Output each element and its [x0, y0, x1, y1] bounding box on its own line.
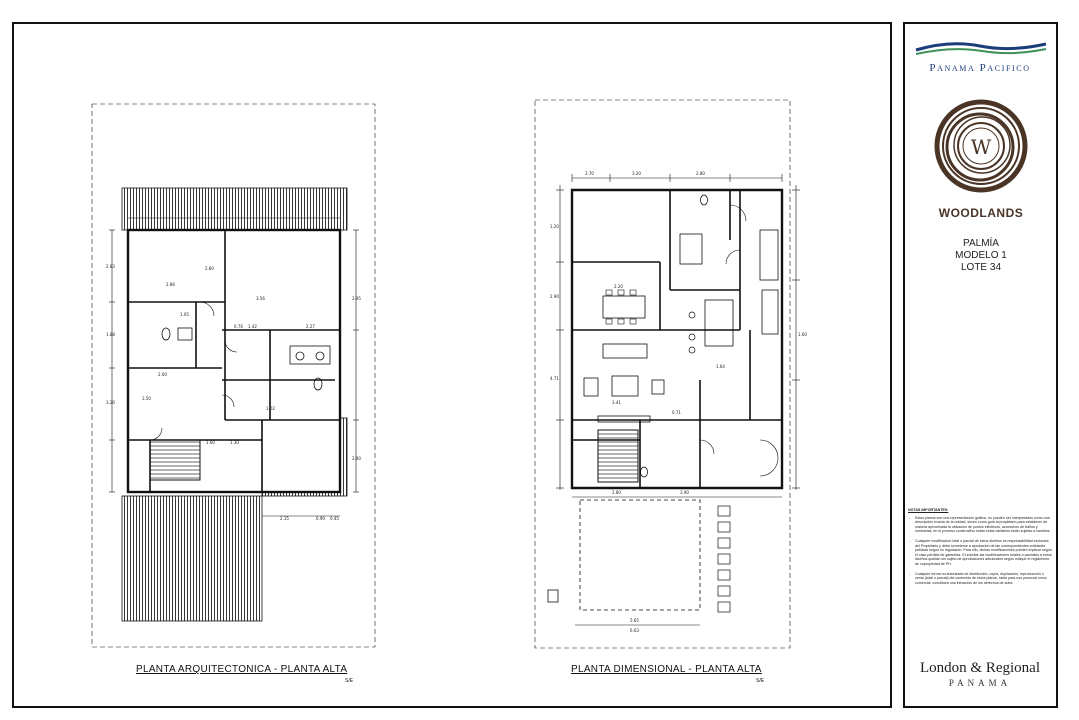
model-number: MODELO 1: [955, 250, 1007, 261]
right-exterior-wall: [570, 188, 784, 490]
developer-sub: PANAMA: [948, 678, 1012, 688]
right-dimension-labels: 3.70 1.20 2.90 3.20 2.80 2.20 1.64 1.60 …: [550, 171, 807, 633]
dimension-label: 1.02: [266, 406, 275, 411]
left-plan-title: PLANTA ARQUITECTONICA - PLANTA ALTA: [136, 664, 348, 675]
dimension-label: 2.86: [166, 282, 175, 287]
panama-pacifico-swoosh: [915, 42, 1047, 55]
dimension-label: 2.15: [280, 516, 289, 521]
important-notes: NOTAS IMPORTANTES: Estos planos son una …: [908, 508, 1052, 590]
dimension-label: 6.63: [630, 628, 639, 633]
model-info: PALMÍA MODELO 1 LOTE 34: [912, 238, 1050, 274]
london-regional-logo: London & Regional PANAMA: [906, 660, 1054, 688]
dimension-label: 3.41: [612, 400, 621, 405]
dimension-label: 2.80: [612, 490, 621, 495]
panama-pacifico-text: Panama Pacifico: [929, 62, 1031, 74]
dimension-label: 3.50: [142, 396, 151, 401]
kitchen-counter: [704, 299, 734, 347]
dimension-label: 3.90: [680, 490, 689, 495]
left-dimension-labels: 2.86 2.80 3.56 2.83 1.42 2.27 2.95 1.88 …: [106, 264, 361, 521]
dimension-label: 2.90: [352, 456, 361, 461]
roof-hatch-top: [121, 187, 348, 231]
right-plan: [534, 99, 800, 649]
dimension-label: 1.20: [550, 224, 559, 229]
lot-number: LOTE 34: [960, 262, 1002, 273]
right-lot-boundary: [534, 99, 791, 649]
drawing-frame: [12, 22, 892, 708]
dimension-label: 1.05: [180, 312, 189, 317]
right-plan-title: PLANTA DIMENSIONAL - PLANTA ALTA: [571, 664, 762, 675]
coffee-table: [611, 375, 639, 397]
right-plan-scale: S/E: [756, 678, 765, 684]
left-plan-scale: S/E: [345, 678, 354, 684]
woodlands-logo-letter: W: [971, 135, 992, 159]
dimension-label: 0.71: [672, 410, 681, 415]
model-name: PALMÍA: [963, 238, 999, 249]
roof-hatch-bottom: [121, 495, 263, 622]
left-toilet-2: [313, 377, 323, 391]
woodlands-logo: W: [934, 99, 1028, 193]
dimension-label: 2.95: [352, 296, 361, 301]
note-item: Estos planos son una representación gráf…: [909, 516, 1052, 534]
dimension-label: 3.20: [632, 171, 641, 176]
dimension-label: 2.20: [614, 284, 623, 289]
dimension-label: 1.88: [106, 332, 115, 337]
notes-heading: NOTAS IMPORTANTES:: [908, 508, 949, 512]
dimension-label: 1.30: [230, 440, 239, 445]
dimension-label: 2.27: [306, 324, 315, 329]
dimension-label: 2.00: [158, 372, 167, 377]
panama-pacifico-logo: Panama Pacifico: [912, 40, 1048, 74]
title-block: [903, 22, 1058, 708]
right-toilet-1: [700, 194, 708, 206]
carport: [579, 499, 701, 611]
right-stairs: [597, 429, 639, 483]
dimension-label: 2.80: [696, 171, 705, 176]
right-toilet-2: [640, 466, 648, 478]
dimension-label: 3.56: [256, 296, 265, 301]
developer-name: London & Regional: [920, 660, 1040, 676]
dimension-label: 3.20: [106, 400, 115, 405]
dimension-label: 2.80: [205, 266, 214, 271]
left-lot-boundary: [91, 103, 376, 648]
dimension-label: 1.60: [798, 332, 807, 337]
note-item: Cualquier forma no autorizada de distrib…: [909, 572, 1052, 586]
left-plan: [91, 103, 376, 648]
dining-table: [602, 295, 646, 319]
dimension-label: 0.90: [316, 516, 325, 521]
stepping-stones: [717, 505, 731, 613]
dimension-label: 1.64: [716, 364, 725, 369]
dimension-label: 0.76: [234, 324, 243, 329]
dimension-label: 3.70: [585, 171, 594, 176]
left-stairs: [149, 439, 201, 481]
woodlands-name: WOODLANDS: [938, 206, 1024, 220]
dimension-label: 2.83: [106, 264, 115, 269]
left-toilet-1: [161, 327, 171, 341]
dimension-label: 4.71: [550, 376, 559, 381]
dimension-label: 0.45: [330, 516, 339, 521]
sofa: [602, 343, 648, 359]
dimension-label: 2.90: [550, 294, 559, 299]
dimension-label: 5.65: [630, 618, 639, 623]
note-item: Cualquier modificación total o parcial d…: [909, 539, 1052, 567]
dimension-label: 1.42: [248, 324, 257, 329]
dimension-label: 1.60: [206, 440, 215, 445]
